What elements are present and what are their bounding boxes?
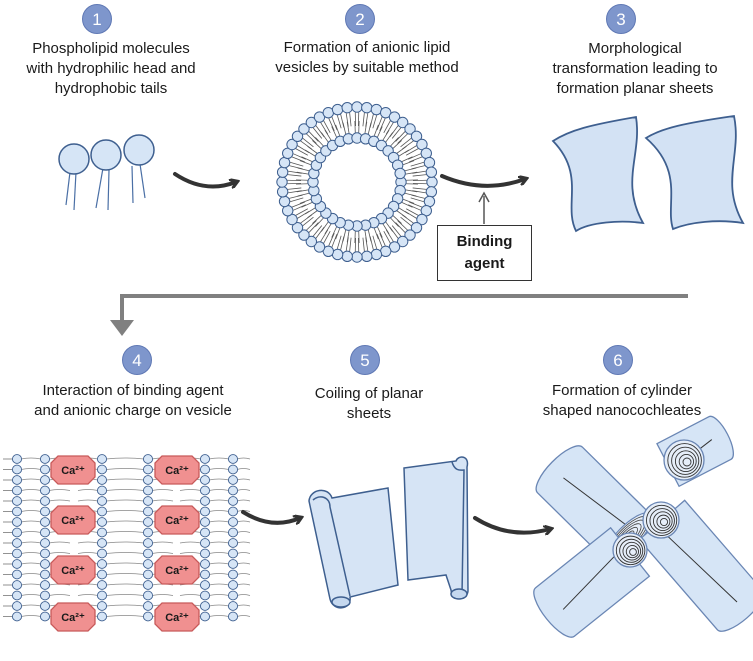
step-badge-4: 4	[122, 345, 152, 375]
down-arrow-icon	[110, 294, 688, 336]
caption-line: and anionic charge on vesicle	[34, 402, 232, 419]
calcium-ion	[154, 505, 200, 535]
caption-line: Coiling of planar	[314, 385, 424, 402]
calcium-ion-label: Ca²⁺	[61, 465, 85, 477]
curved-arrow-icon	[241, 510, 300, 523]
planar-sheets	[551, 114, 745, 233]
caption-line: formation planar sheets	[556, 80, 714, 97]
step-6-caption: Formation of cylinder shaped nanocochlea…	[522, 381, 722, 421]
calcium-lipid-interaction: Ca²⁺ Ca²⁺ Ca²⁺ Ca²⁺ Ca²⁺ Ca²⁺ Ca²⁺ Ca²⁺	[3, 454, 251, 632]
calcium-ion-label: Ca²⁺	[165, 515, 189, 527]
calcium-ion	[154, 602, 200, 632]
calcium-ion-label: Ca²⁺	[165, 612, 189, 624]
calcium-ion	[50, 455, 96, 485]
caption-line: shaped nanocochleates	[542, 402, 702, 419]
calcium-ion-label: Ca²⁺	[165, 465, 189, 477]
binding-agent-label: agent	[464, 255, 505, 272]
step-2-caption: Formation of anionic lipid vesicles by s…	[254, 38, 480, 78]
curved-arrow-icon	[173, 172, 236, 187]
binding-agent-label: Binding	[456, 233, 513, 250]
coiling-sheets	[308, 456, 469, 609]
calcium-ion	[50, 602, 96, 632]
phospholipid-molecules	[58, 134, 155, 211]
caption-line: sheets	[346, 405, 392, 422]
calcium-ion	[50, 505, 96, 535]
caption-line: Formation of cylinder	[551, 382, 693, 399]
step-badge-2: 2	[345, 4, 375, 34]
step-badge-5: 5	[350, 345, 380, 375]
calcium-ion-label: Ca²⁺	[61, 565, 85, 577]
calcium-ion	[154, 555, 200, 585]
curved-arrow-icon	[473, 516, 550, 533]
step-badge-6: 6	[603, 345, 633, 375]
nanocochleate-cylinders	[533, 415, 753, 638]
calcium-ion-label: Ca²⁺	[165, 565, 189, 577]
step-1-caption: Phospholipid molecules with hydrophilic …	[0, 39, 222, 99]
step-5-caption: Coiling of planar sheets	[294, 384, 444, 424]
step-badge-1: 1	[82, 4, 112, 34]
caption-line: Morphological	[588, 40, 682, 57]
caption-line: transformation leading to	[552, 60, 718, 77]
caption-line: Formation of anionic lipid	[283, 39, 451, 56]
calcium-ion-label: Ca²⁺	[61, 515, 85, 527]
step-badge-3: 3	[606, 4, 636, 34]
calcium-ion	[50, 555, 96, 585]
calcium-ion	[154, 455, 200, 485]
caption-line: Interaction of binding agent	[42, 382, 224, 399]
binding-agent-box: Binding agent	[437, 225, 532, 281]
caption-line: with hydrophilic head and	[26, 60, 196, 77]
calcium-ion-label: Ca²⁺	[61, 612, 85, 624]
caption-line: vesicles by suitable method	[275, 59, 459, 76]
caption-line: hydrophobic tails	[54, 80, 168, 97]
step-4-caption: Interaction of binding agent and anionic…	[2, 381, 264, 421]
curved-arrow-icon	[440, 174, 525, 188]
step-3-caption: Morphological transformation leading to …	[520, 39, 750, 99]
caption-line: Phospholipid molecules	[32, 40, 190, 57]
lipid-vesicle	[276, 101, 438, 263]
